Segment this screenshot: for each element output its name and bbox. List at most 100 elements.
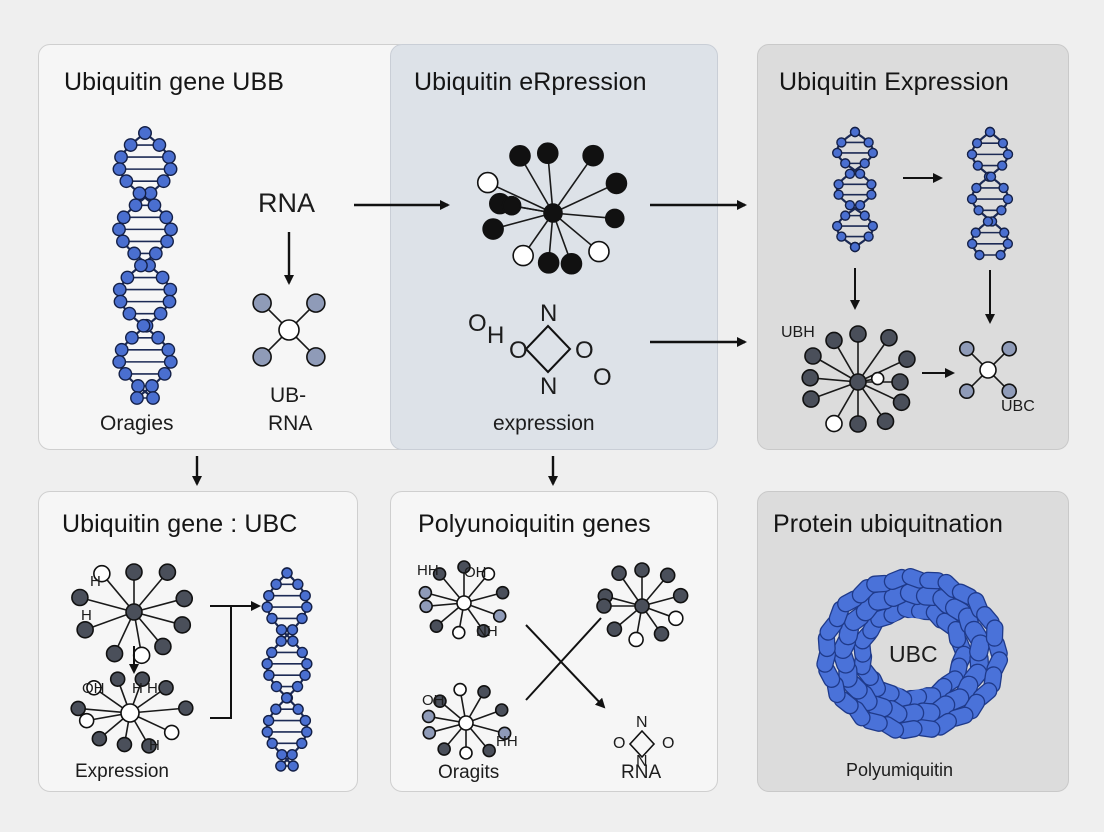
- atom: [437, 742, 451, 756]
- dna-nucleotide: [162, 294, 177, 309]
- dna-nucleotide: [859, 210, 870, 221]
- ring-poly-o-left: O: [613, 735, 626, 752]
- dna-nucleotide: [301, 726, 313, 738]
- atom-center: [120, 703, 140, 723]
- dna-nucleotide: [291, 680, 304, 693]
- atom: [604, 208, 625, 229]
- atom: [605, 172, 628, 195]
- molecule-poly-a: [418, 560, 510, 640]
- label-ubc-protein: UBC: [889, 641, 938, 667]
- atom: [801, 369, 819, 387]
- atom: [668, 610, 684, 627]
- dna-nucleotide: [866, 189, 877, 200]
- dna-nucleotide: [1002, 193, 1014, 205]
- dna-nucleotide: [148, 246, 163, 261]
- dna-nucleotide: [859, 158, 870, 169]
- dna-nucleotide: [867, 220, 879, 232]
- atom: [453, 682, 467, 697]
- molecule-ub: [252, 293, 326, 367]
- bond: [552, 212, 615, 220]
- dna-nucleotide: [151, 330, 166, 345]
- label-expression-mid: expression: [493, 412, 595, 435]
- atom-center: [278, 319, 300, 341]
- ring-mid: [524, 324, 572, 374]
- atom: [105, 644, 124, 663]
- atom: [804, 347, 822, 365]
- dna-nucleotide: [138, 126, 152, 140]
- atom: [1001, 383, 1018, 400]
- dna-nucleotide: [863, 137, 874, 148]
- dna-nucleotide: [970, 227, 981, 238]
- dna-nucleotide: [275, 635, 287, 647]
- dna-nucleotide: [985, 171, 997, 182]
- atom: [849, 325, 867, 343]
- atom: [512, 244, 534, 267]
- atom: [78, 712, 95, 729]
- atom: [628, 631, 644, 648]
- dna-nucleotide: [276, 748, 288, 761]
- ring-atom-o-right: O: [575, 337, 594, 364]
- atom-o: O: [468, 310, 487, 337]
- ring-poly: [628, 729, 656, 759]
- dna-nucleotide: [971, 137, 983, 149]
- molecule-ubh: [801, 325, 916, 433]
- atom: [560, 252, 583, 275]
- atom: [870, 371, 885, 386]
- ring-poly-o-right: O: [662, 735, 675, 752]
- dna-nucleotide: [155, 270, 170, 285]
- dna-nucleotide: [996, 205, 1007, 216]
- atom: [825, 331, 843, 350]
- dna-nucleotide: [866, 179, 877, 190]
- molecule-ubc-top: [71, 563, 194, 665]
- atom: [429, 619, 444, 633]
- dna-nucleotide: [157, 367, 172, 381]
- dna-nucleotide: [999, 227, 1010, 238]
- atom-center: [849, 373, 867, 391]
- dna-nucleotide: [156, 174, 171, 189]
- atom: [177, 700, 194, 716]
- dna-nucleotide: [296, 737, 308, 749]
- dna-helix-ubc: [261, 567, 313, 772]
- panel-polyubiquitin-genes: [390, 491, 718, 792]
- atom-hh-2: HH: [496, 733, 518, 750]
- atom: [476, 171, 499, 194]
- atom: [492, 609, 507, 623]
- dna-nucleotide: [164, 222, 178, 237]
- dna-nucleotide: [296, 612, 308, 625]
- dna-nucleotide: [281, 567, 293, 579]
- label-ubc-right: UBC: [1001, 398, 1035, 415]
- atom: [876, 412, 895, 431]
- atom: [497, 726, 512, 741]
- dna-nucleotide: [163, 354, 178, 369]
- dna-nucleotide: [118, 367, 133, 381]
- label-oragies: Oragies: [100, 412, 174, 435]
- atom: [892, 393, 911, 412]
- title-ubiquitin-expression-mid: Ubiquitin eRpression: [414, 68, 647, 96]
- dna-helices: [112, 126, 1014, 772]
- dna-nucleotide: [287, 760, 299, 772]
- dna-nucleotide: [840, 210, 851, 221]
- dna-nucleotide: [147, 198, 162, 213]
- dna-nucleotide: [130, 391, 144, 405]
- dna-nucleotide: [844, 199, 856, 211]
- atom: [537, 252, 560, 274]
- arrow-bracket-to-dna: [210, 601, 261, 719]
- atom: [477, 685, 491, 699]
- dna-nucleotide: [998, 182, 1009, 194]
- molecules: [70, 142, 1018, 760]
- atom: [495, 585, 510, 600]
- dna-nucleotide: [286, 624, 299, 636]
- arrows: [129, 173, 995, 719]
- dna-nucleotide: [162, 150, 176, 164]
- atom: [481, 567, 496, 581]
- dna-nucleotide: [849, 241, 861, 253]
- atom: [134, 671, 151, 687]
- dna-nucleotide: [831, 220, 843, 232]
- dna-nucleotide: [127, 246, 142, 261]
- atom: [93, 564, 111, 583]
- dna-nucleotide: [160, 234, 174, 249]
- atom-h-2: H: [81, 607, 92, 624]
- dna-nucleotide: [266, 646, 278, 659]
- atom: [433, 694, 447, 708]
- dna-nucleotide: [974, 249, 985, 261]
